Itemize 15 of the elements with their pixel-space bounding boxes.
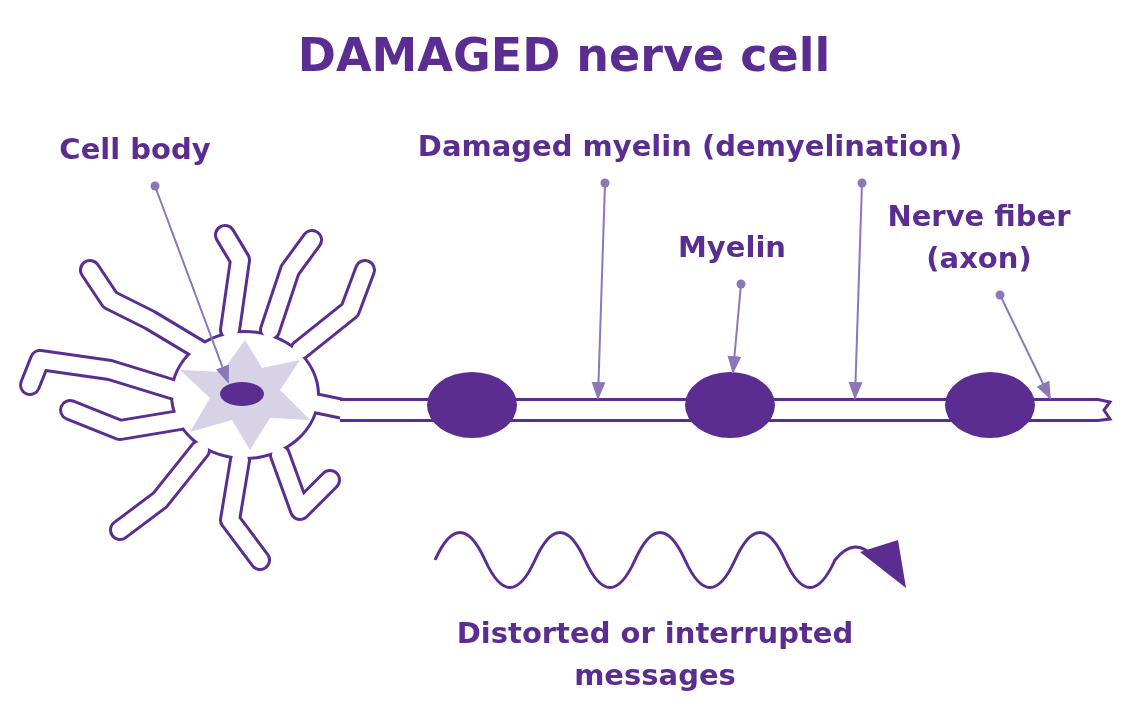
- leader-line: [848, 178, 867, 400]
- callout-label: Damaged myelin (demyelination): [405, 125, 975, 167]
- callout-label: Cell body: [50, 128, 220, 170]
- nucleus: [220, 382, 264, 406]
- leader-line: [727, 279, 746, 374]
- leader-line: [150, 181, 229, 384]
- myelin-sheath: [685, 372, 775, 438]
- myelin-sheath: [427, 372, 517, 438]
- leader-line: [995, 290, 1051, 400]
- title: DAMAGED nerve cell: [296, 28, 832, 82]
- callout-label: Nerve fiber (axon): [876, 195, 1082, 279]
- callout-label: Myelin: [668, 226, 796, 268]
- myelin-sheath: [945, 372, 1035, 438]
- leader-line: [591, 178, 610, 400]
- caption-text: Distorted or interrupted messages: [455, 615, 855, 694]
